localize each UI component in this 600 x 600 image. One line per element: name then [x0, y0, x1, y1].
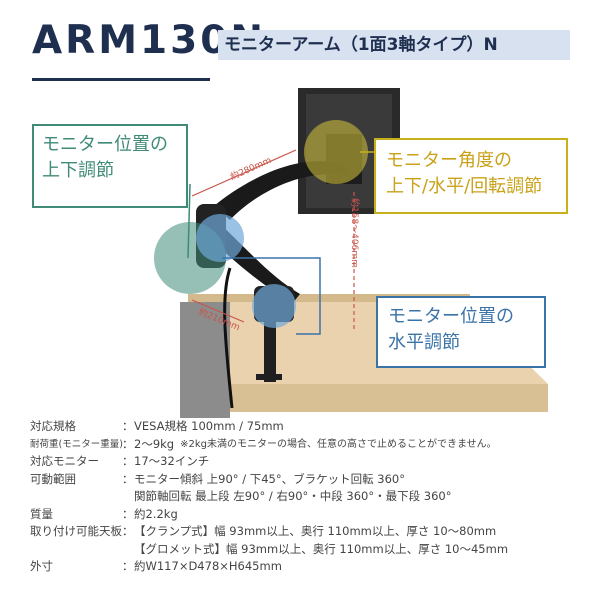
spec-label [30, 541, 122, 559]
spec-label [30, 488, 122, 506]
spec-value: 【グロメット式】幅 93mm以上、奥行 110mm以上、厚さ 10〜45mm [134, 541, 509, 556]
callout-angle-line2: 上下/水平/回転調節 [386, 176, 543, 197]
spec-row: 外寸 ： 約W117×D478×H645mm [30, 558, 590, 576]
title-underline [32, 78, 210, 81]
yellow-highlight [304, 120, 368, 184]
callout-horizontal-line2: 水平調節 [388, 332, 460, 353]
desk-leg [180, 302, 230, 418]
spec-value: 関節軸回転 最上段 左90° / 右90°・中段 360°・最下段 360° [134, 489, 452, 503]
spec-row: 質量 ： 約2.2kg [30, 506, 590, 524]
product-subtitle: モニターアーム（1面3軸タイプ）N [218, 30, 570, 60]
spec-value: 約W117×D478×H645mm [134, 559, 282, 573]
callout-vertical-line2: 上下調節 [42, 160, 114, 181]
callout-vertical-position: モニター位置の 上下調節 [32, 124, 188, 208]
callout-angle: モニター角度の 上下/水平/回転調節 [374, 138, 568, 214]
spec-value: モニター傾斜 上90° / 下45°、ブラケット回転 360° [134, 471, 405, 486]
spec-label: 取り付け可能天板 [30, 524, 122, 538]
spec-row: 耐荷重(モニター重量) ： 2〜9kg ※2kg未満のモニターの場合、任意の高さ… [30, 436, 590, 454]
spec-row: 関節軸回転 最上段 左90° / 右90°・中段 360°・最下段 360° [30, 488, 590, 506]
spec-label: 耐荷重(モニター重量) [30, 438, 123, 450]
callout-horizontal-position: モニター位置の 水平調節 [376, 296, 546, 368]
callout-angle-line1: モニター角度の [386, 150, 512, 171]
callout-vertical-line1: モニター位置の [42, 134, 168, 155]
spec-row: 対応規格 ： VESA規格 100mm / 75mm [30, 418, 590, 436]
blue-highlight-joint [196, 214, 244, 262]
spec-value: 17〜32インチ [134, 454, 210, 468]
spec-label: 対応規格 [30, 419, 76, 433]
spec-label: 質量 [30, 506, 53, 521]
spec-label: 外寸 [30, 559, 53, 573]
spec-value: 2〜9kg [134, 436, 175, 451]
spec-value: VESA規格 100mm / 75mm [134, 419, 284, 433]
spec-label: 可動範囲 [30, 471, 76, 486]
height-range-dimension: 約158〜406mm [349, 198, 361, 268]
spec-row: 取り付け可能天板 ： 【クランプ式】幅 93mm以上、奥行 110mm以上、厚さ… [30, 523, 590, 541]
spec-table: 対応規格 ： VESA規格 100mm / 75mm 耐荷重(モニター重量) ：… [30, 418, 590, 576]
spec-row: 対応モニター ： 17〜32インチ [30, 453, 590, 471]
spec-row: 可動範囲 ： モニター傾斜 上90° / 下45°、ブラケット回転 360° [30, 471, 590, 489]
spec-row: 【グロメット式】幅 93mm以上、奥行 110mm以上、厚さ 10〜45mm [30, 541, 590, 559]
spec-value: 【クランプ式】幅 93mm以上、奥行 110mm以上、厚さ 10〜80mm [134, 524, 497, 538]
spec-label: 対応モニター [30, 454, 99, 468]
spec-value: 約2.2kg [134, 506, 178, 521]
blue-highlight-clamp [252, 284, 296, 328]
spec-note: ※2kg未満のモニターの場合、任意の高さで止めることができません。 [180, 438, 497, 450]
callout-horizontal-line1: モニター位置の [388, 306, 514, 327]
